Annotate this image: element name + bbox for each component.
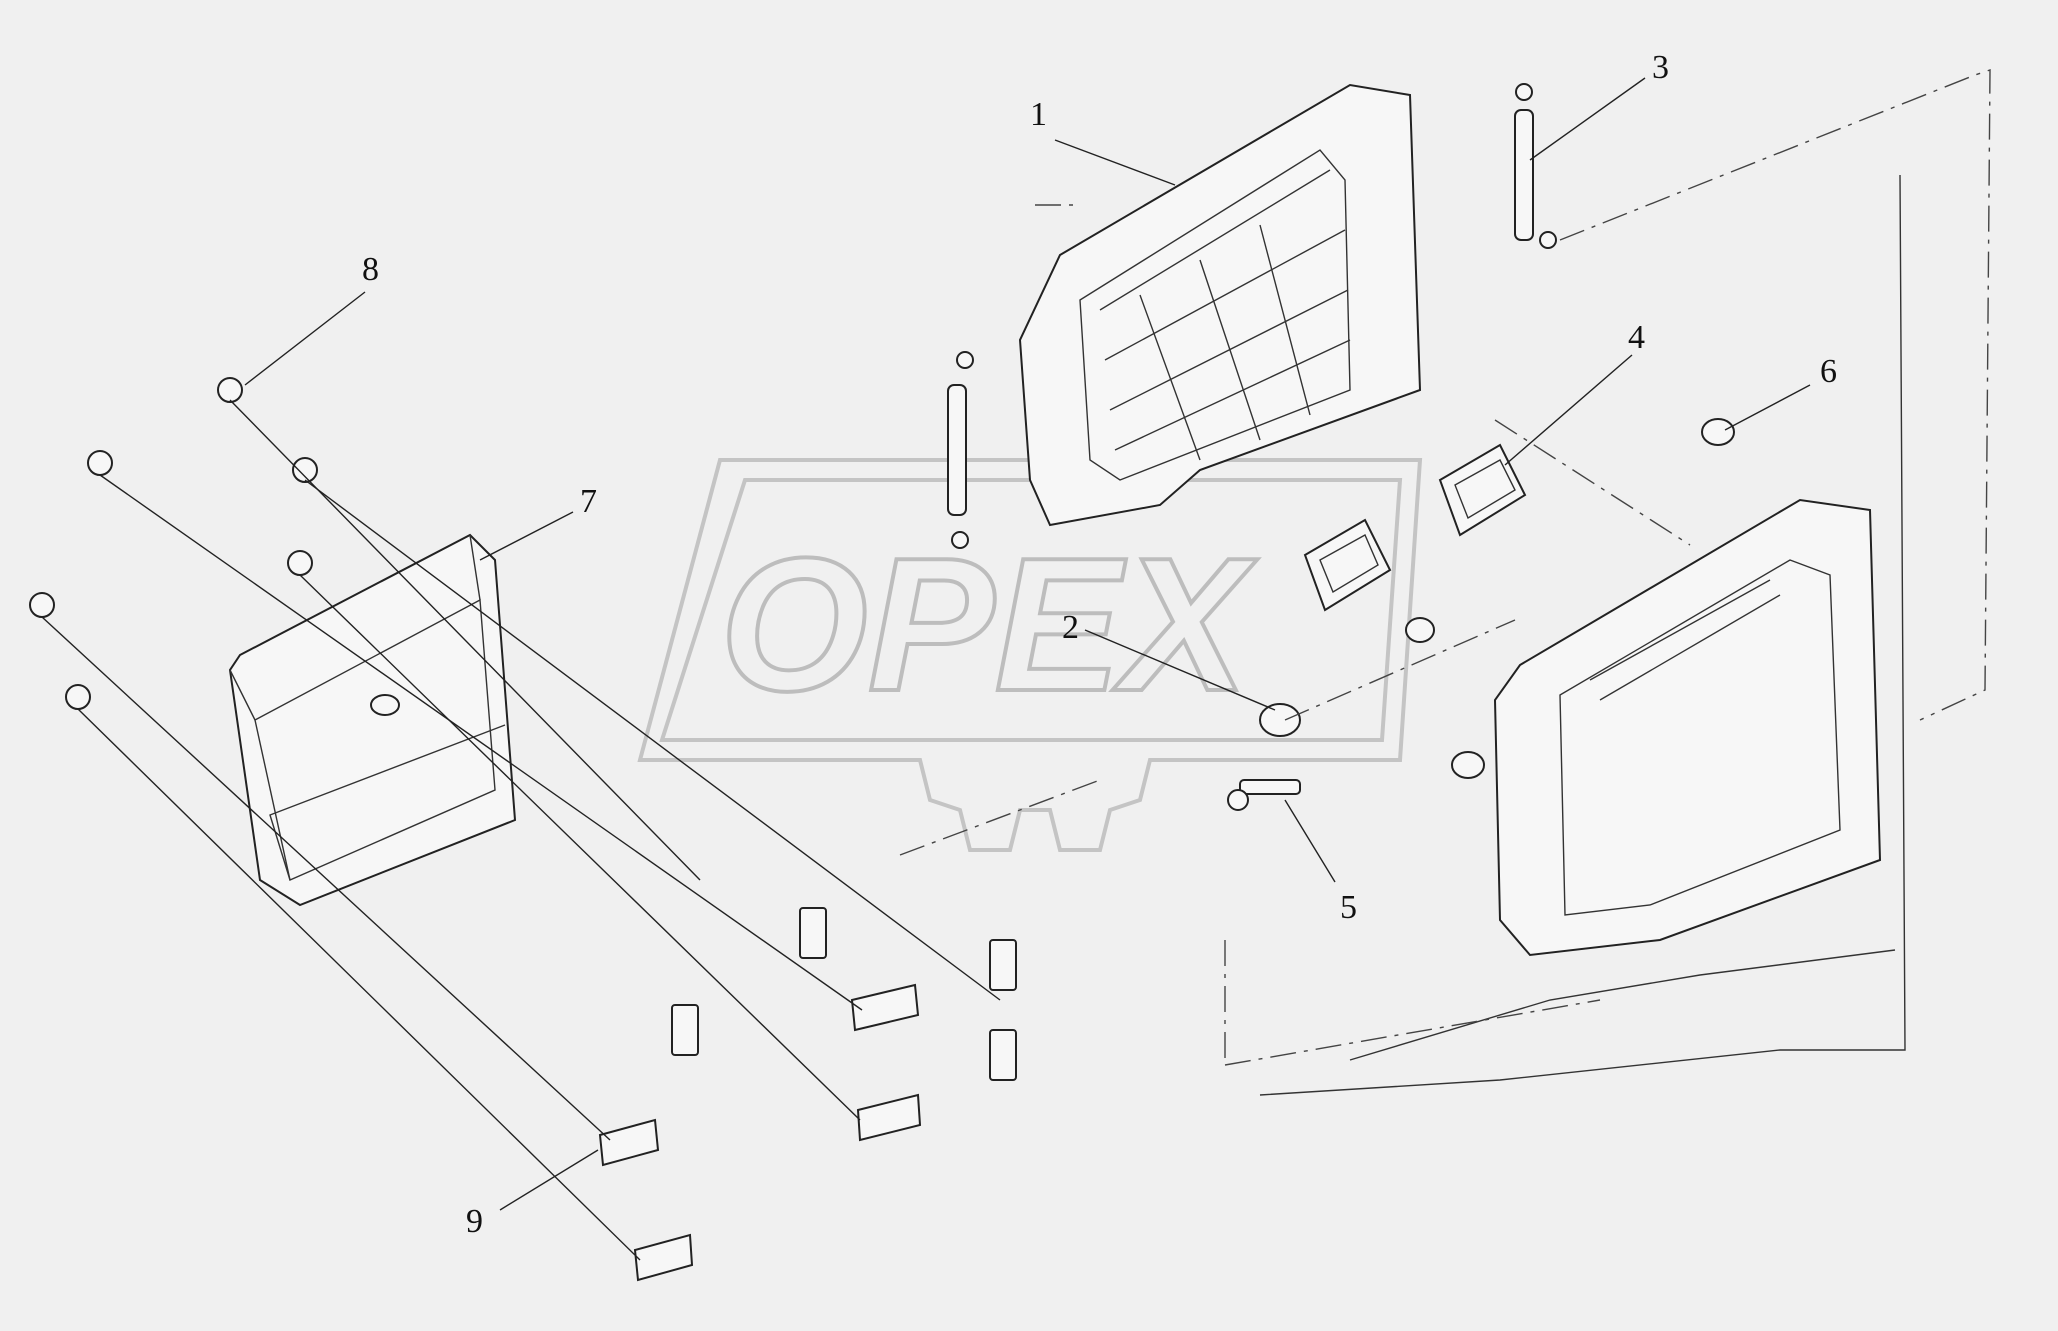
callout-4: 4 (1628, 319, 1645, 356)
leader-lines (41, 399, 1001, 1261)
callout-labels: 1 2 3 4 5 6 7 8 9 (362, 49, 1837, 1240)
hinge-upper (1438, 443, 1527, 537)
watermark-text: OPEX (720, 519, 1258, 731)
cab-body-panel (1259, 174, 1906, 1096)
callout-5: 5 (1340, 889, 1357, 926)
callout-1: 1 (1030, 96, 1047, 133)
plug (1259, 703, 1301, 737)
gas-strut-right (1514, 83, 1557, 249)
callout-7: 7 (580, 483, 597, 520)
callout-8: 8 (362, 251, 379, 288)
clips (598, 907, 1017, 1282)
lid-panel (1018, 83, 1422, 527)
hinge-lower (1303, 518, 1392, 612)
callout-2: 2 (1062, 609, 1079, 646)
opex-watermark: OPEX (637, 458, 1423, 852)
bolt (1227, 779, 1301, 811)
assembly-lines (899, 69, 1991, 1066)
callout-leaders (244, 77, 1811, 1211)
storage-tray (228, 533, 517, 907)
callout-9: 9 (466, 1203, 483, 1240)
callout-3: 3 (1652, 49, 1669, 86)
gas-strut-left (947, 351, 974, 549)
callout-6: 6 (1820, 353, 1837, 390)
